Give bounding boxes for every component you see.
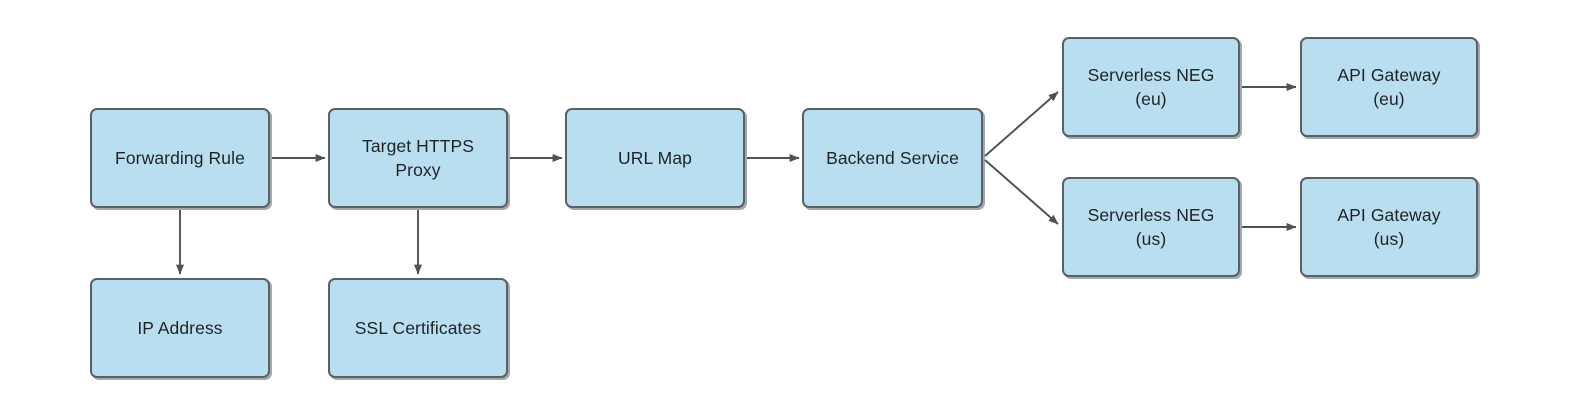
node-label-api-gateway-us: API Gateway (us) [1337, 204, 1441, 249]
node-label-ssl-certificates: SSL Certificates [354, 317, 482, 338]
node-api-gateway-us[interactable]: API Gateway (us) [1300, 177, 1478, 277]
node-url-map[interactable]: URL Map [565, 108, 745, 208]
node-api-gateway-eu[interactable]: API Gateway (eu) [1300, 37, 1478, 137]
node-serverless-neg-eu[interactable]: Serverless NEG (eu) [1062, 37, 1240, 137]
node-ssl-certificates[interactable]: SSL Certificates [328, 278, 508, 378]
node-forwarding-rule[interactable]: Forwarding Rule [90, 108, 270, 208]
edge-backend-service-to-serverless-neg-eu [984, 91, 1059, 157]
node-label-forwarding-rule: Forwarding Rule [115, 147, 245, 168]
node-label-target-https-proxy: Target HTTPS Proxy [361, 135, 475, 180]
node-ip-address[interactable]: IP Address [90, 278, 270, 378]
node-label-ip-address: IP Address [137, 317, 223, 338]
node-serverless-neg-us[interactable]: Serverless NEG (us) [1062, 177, 1240, 277]
edge-backend-service-to-serverless-neg-us [984, 159, 1059, 225]
node-backend-service[interactable]: Backend Service [802, 108, 983, 208]
node-label-serverless-neg-us: Serverless NEG (us) [1087, 204, 1215, 249]
node-label-backend-service: Backend Service [826, 147, 959, 168]
node-label-serverless-neg-eu: Serverless NEG (eu) [1087, 64, 1215, 109]
node-target-https-proxy[interactable]: Target HTTPS Proxy [328, 108, 508, 208]
node-label-api-gateway-eu: API Gateway (eu) [1337, 64, 1441, 109]
node-label-url-map: URL Map [618, 147, 692, 168]
